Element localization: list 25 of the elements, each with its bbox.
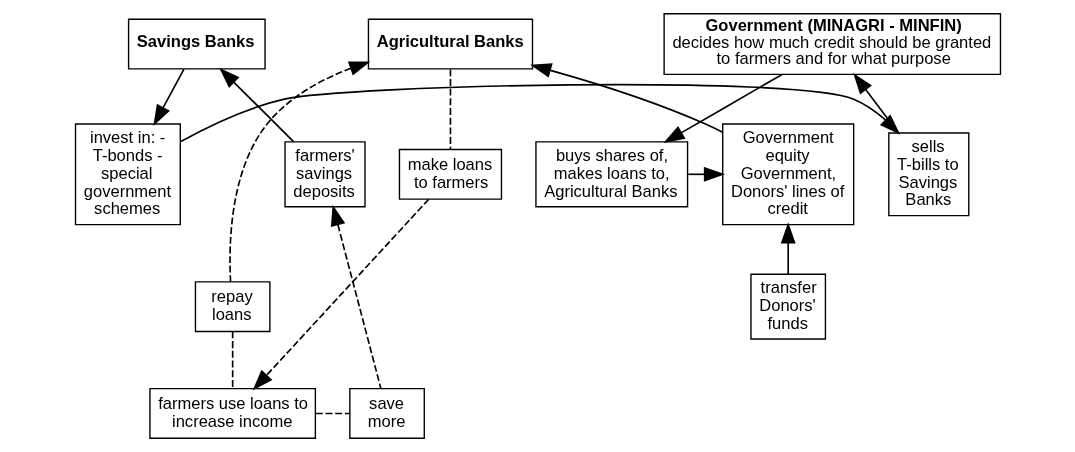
- node-box: Savings Banks: [127, 18, 266, 70]
- connector: [231, 330, 233, 390]
- node-box: invest in: - T-bonds - special government schemes: [74, 123, 181, 226]
- arrow: [686, 166, 725, 182]
- arrow: [529, 63, 723, 134]
- connector: [449, 68, 451, 151]
- connector: [314, 412, 351, 415]
- arrow: [228, 61, 370, 283]
- arrow: [152, 68, 185, 126]
- node-box: Agricultural Banks: [367, 18, 533, 70]
- node-box: farmers use loans to increase income: [148, 387, 316, 439]
- node-box: save more: [348, 387, 425, 439]
- arrow: [662, 73, 783, 144]
- node-box: buys shares of, makes loans to, Agricultural Banks: [534, 141, 688, 208]
- arrow: [330, 204, 382, 390]
- arrow: [780, 222, 796, 276]
- node-box: farmers' savings deposits: [283, 141, 366, 208]
- node-box: make loans to farmers: [398, 148, 502, 200]
- node-box: transfer Donors' funds: [749, 273, 826, 340]
- node-box: repay loans: [194, 281, 271, 333]
- arrow: [252, 198, 430, 391]
- node-box: Government (MINAGRI - MINFIN) decides how much credit should be granted to farmers and for what purpose: [662, 13, 1001, 76]
- arrow: [218, 67, 295, 143]
- node-box: Government equity Government, Donors' lines of credit: [721, 123, 854, 226]
- node-box: sells T-bills to Savings Banks: [887, 132, 969, 217]
